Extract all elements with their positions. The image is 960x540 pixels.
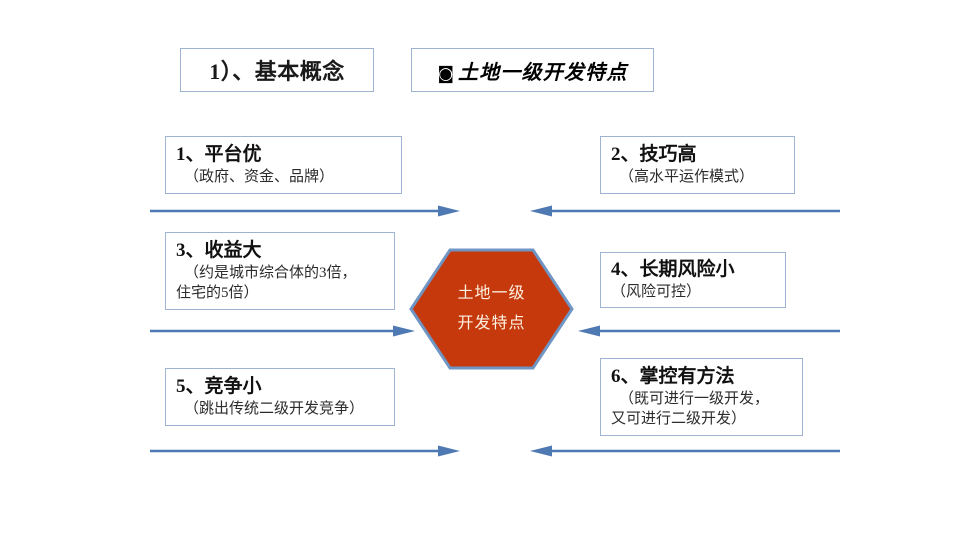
feature-3-subtext-line1: （约是城市综合体的3倍， bbox=[184, 265, 357, 282]
feature-2-subtext: （高水平运作模式） bbox=[619, 169, 755, 186]
topic-title-label: 土地一级开发特点 bbox=[457, 59, 628, 84]
feature-box-4: 4、长期风险小 （风险可控） bbox=[600, 252, 786, 308]
topic-title-box: ◙土地一级开发特点 bbox=[411, 48, 654, 92]
feature-1-heading: 1、平台优 bbox=[176, 144, 262, 166]
feature-6-subtext-line2: 又可进行二级开发） bbox=[611, 411, 747, 428]
arrow-left-top bbox=[150, 204, 460, 218]
feature-3-subtext-line2: 住宅的5倍） bbox=[176, 285, 259, 302]
arrow-left-bottom bbox=[150, 444, 460, 458]
topic-title-text: ◙土地一级开发特点 bbox=[437, 56, 627, 85]
arrow-left-middle bbox=[150, 324, 415, 338]
arrow-right-middle bbox=[578, 324, 840, 338]
feature-6-subtext-line1: （既可进行一级开发， bbox=[619, 391, 770, 408]
feature-box-3: 3、收益大 （约是城市综合体的3倍， 住宅的5倍） bbox=[165, 232, 395, 310]
feature-5-subtext: （跳出传统二级开发竞争） bbox=[184, 401, 365, 418]
square-bullet-icon: ◙ bbox=[437, 63, 454, 84]
feature-box-6: 6、掌控有方法 （既可进行一级开发， 又可进行二级开发） bbox=[600, 358, 803, 436]
arrow-right-top bbox=[530, 204, 840, 218]
feature-4-heading: 4、长期风险小 bbox=[611, 259, 735, 281]
section-title-text: 1）、基本概念 bbox=[209, 59, 345, 84]
feature-box-5: 5、竞争小 （跳出传统二级开发竞争） bbox=[165, 368, 395, 426]
arrow-right-bottom bbox=[530, 444, 840, 458]
center-hexagon bbox=[409, 248, 574, 370]
feature-box-1: 1、平台优 （政府、资金、品牌） bbox=[165, 136, 402, 194]
feature-6-heading: 6、掌控有方法 bbox=[611, 366, 735, 388]
feature-1-subtext: （政府、资金、品牌） bbox=[184, 169, 335, 186]
feature-5-heading: 5、竞争小 bbox=[176, 376, 262, 398]
feature-2-heading: 2、技巧高 bbox=[611, 144, 697, 166]
feature-3-heading: 3、收益大 bbox=[176, 240, 262, 262]
feature-4-subtext: （风险可控） bbox=[611, 284, 702, 301]
section-title-box: 1）、基本概念 bbox=[180, 48, 374, 92]
feature-box-2: 2、技巧高 （高水平运作模式） bbox=[600, 136, 795, 194]
